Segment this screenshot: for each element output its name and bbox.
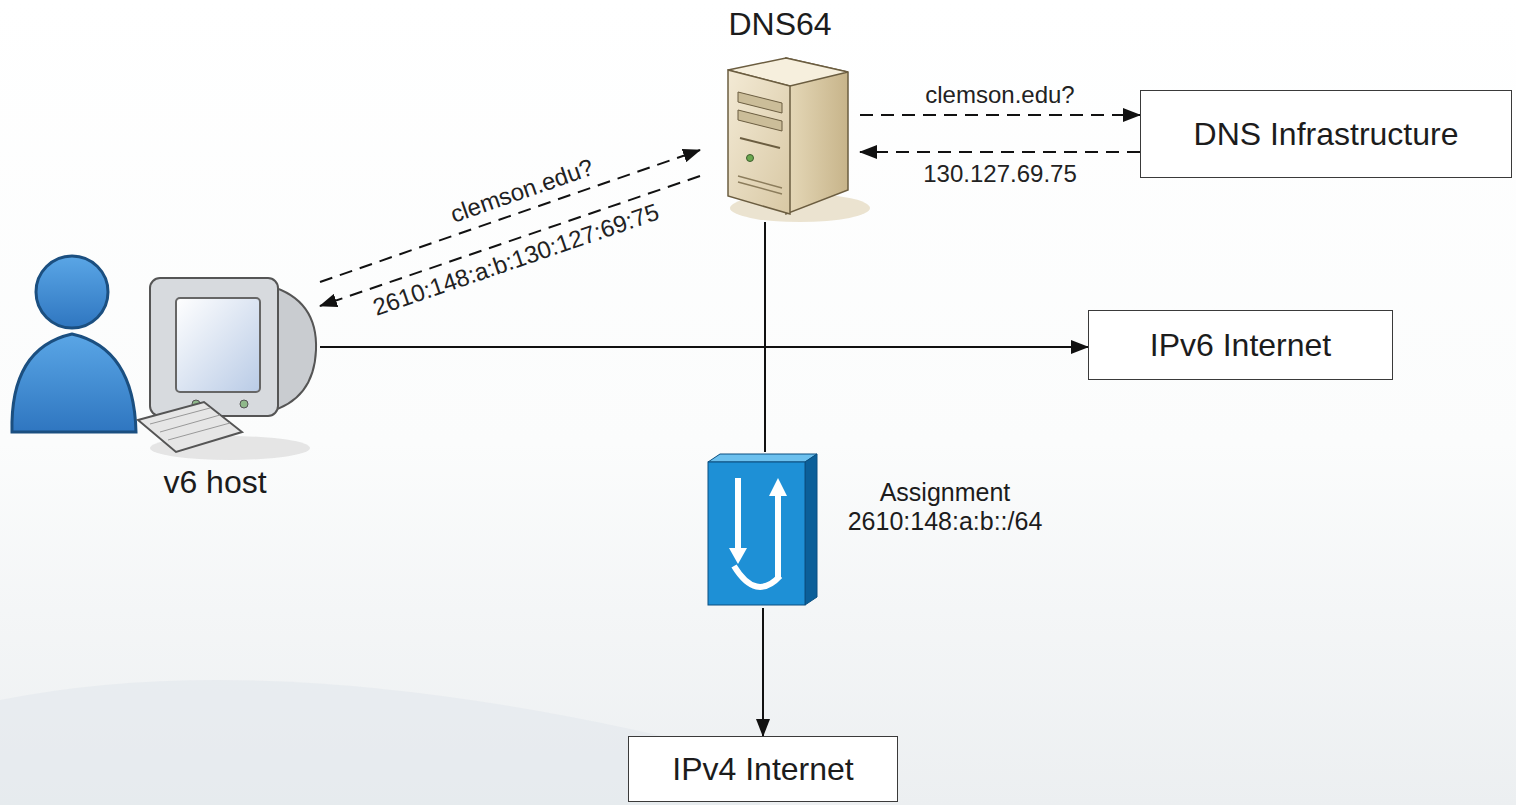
node-label: DNS Infrastructure <box>1194 116 1459 153</box>
process-box: IPv6 Internet <box>1088 310 1393 380</box>
edge-label: 130.127.69.75 <box>923 161 1076 187</box>
edge-label: clemson.edu? <box>448 154 598 228</box>
node-label: v6 host <box>120 464 310 501</box>
connector-line <box>320 346 1088 348</box>
computer-icon <box>138 278 316 460</box>
node-label: DNS64 <box>700 6 860 43</box>
node-label: Assignment 2610:148:a:b::/64 <box>820 478 1070 536</box>
nat64-device-icon <box>708 454 817 605</box>
connector-line <box>764 222 766 452</box>
nat64-node: Assignment 2610:148:a:b::/64 <box>700 452 1130 608</box>
process-box: IPv4 Internet <box>628 736 898 802</box>
host-node: v6 host <box>5 250 320 506</box>
dns-query-arrow <box>860 114 1140 116</box>
dns-query-arrow <box>860 151 1140 153</box>
edge-label: 2610:148:a:b:130:127:69:75 <box>370 199 663 321</box>
server-node: DNS64 <box>700 6 860 222</box>
user-figure <box>12 256 136 432</box>
connector-line <box>762 608 764 736</box>
node-label: IPv4 Internet <box>672 751 853 788</box>
process-box: DNS Infrastructure <box>1140 90 1512 178</box>
server-icon <box>728 58 870 222</box>
node-label: IPv6 Internet <box>1150 327 1331 364</box>
edge-label: clemson.edu? <box>925 82 1074 108</box>
